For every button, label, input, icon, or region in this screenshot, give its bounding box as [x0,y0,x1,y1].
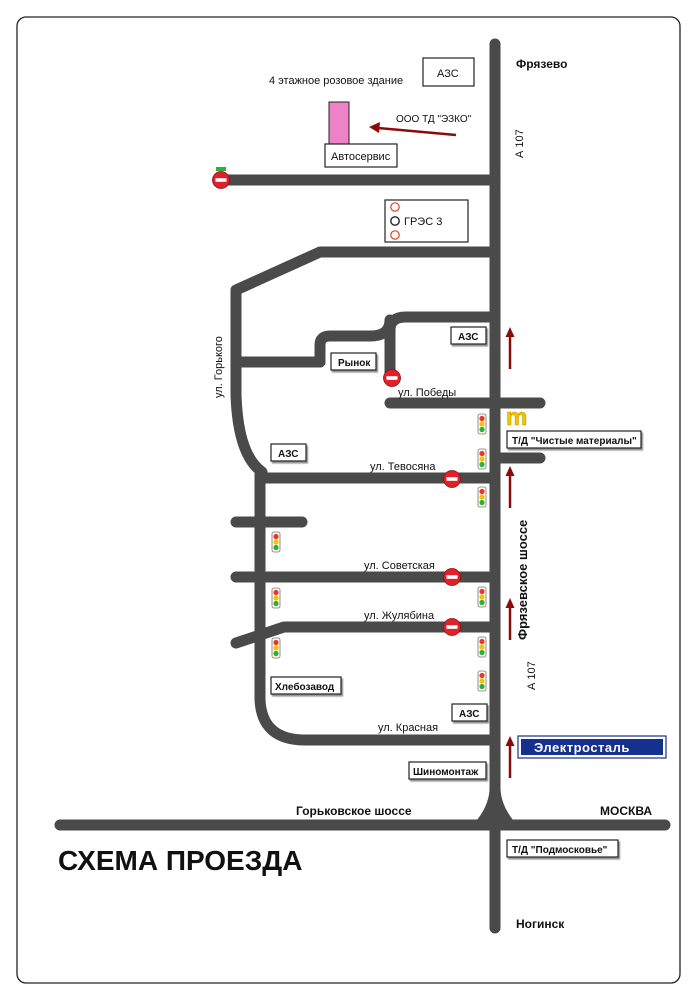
pink-building [328,101,350,145]
rynok-box [330,352,377,371]
no-entry-icon [212,171,230,189]
traffic-light-icon [477,636,487,658]
ezko-arrow [369,122,457,137]
road-zhulyabina [230,621,501,649]
label-ul-sovetskaya: ул. Советская [364,560,435,572]
label-shinomontazh: Шиномонтаж [413,767,479,778]
traffic-light-icon [271,587,281,609]
traffic-light-icon [271,637,281,659]
elektrostal-sign [521,739,663,755]
label-azs-mid: АЗС [458,332,478,343]
chistye-box [506,430,642,449]
label-hlebozavod: Хлебозавод [275,681,335,693]
direction-arrow-icon [504,596,516,642]
autoservice-box [324,143,398,168]
shinomontazh-box [408,761,487,780]
label-ul-gorkogo: ул. Горького [213,336,225,398]
direction-arrow-icon [504,464,516,510]
label-moscow: МОСКВА [600,804,652,818]
road-market-link [384,311,501,336]
label-gorkovskoe-shosse: Горьковское шоссе [296,804,412,818]
gres-marker-top [390,202,400,212]
gres-marker-mid [390,216,400,226]
direction-arrow-icon [504,734,516,780]
label-gres: ГРЭС 3 [404,216,442,228]
road-market-loop [314,314,396,386]
hlebozavod-box [270,676,342,695]
label-ul-zhulyabina: ул. Жулябина [364,610,435,622]
traffic-light-icon [477,448,487,470]
traffic-light-icon [271,531,281,553]
traffic-light-icon [477,486,487,508]
azs-top-box [422,57,475,87]
no-entry-icon [443,618,461,636]
label-ezko: ООО ТД "ЭЗКО" [396,114,472,125]
azs-south-box [451,703,488,722]
azs-west-box [270,443,307,462]
label-ul-tevosyana: ул. Тевосяна [370,461,436,473]
label-noginsk: Ногинск [516,917,565,931]
sign-post-icon [216,167,226,171]
traffic-light-icon [477,413,487,435]
road-ramp-right [489,784,516,831]
label-ul-krasnaya: ул. Красная [378,722,438,734]
label-fryazevo: Фрязево [516,57,567,71]
road-west-loop [254,469,501,746]
label-fryazevskoe-shosse: Фрязевское шоссе [515,520,530,640]
label-podmoskovye: Т/Д "Подмосковье" [512,845,608,856]
map-frame [16,16,681,984]
gres-marker-bottom [390,230,400,240]
direction-arrow-icon [504,325,516,371]
traffic-light-icon [477,670,487,692]
label-pink-building: 4 этажное розовое здание [269,75,403,87]
no-entry-icon [383,369,401,387]
label-azs-top: АЗС [437,68,459,80]
traffic-light-icon [477,586,487,608]
no-entry-icon [443,470,461,488]
azs-mid-box [450,326,487,345]
no-entry-icon [443,568,461,586]
label-chistye: Т/Д "Чистые материалы" [512,436,637,447]
road-gorkogo [230,246,501,478]
podmoskovye-box [506,839,619,858]
label-autoservice: Автосервис [331,151,391,163]
road-network [54,38,671,934]
mcdonalds-logo: m [506,404,527,431]
map-title: СХЕМА ПРОЕЗДА [58,845,302,876]
label-elektrostal: Электросталь [534,740,630,755]
label-azs-west: АЗС [278,449,298,460]
label-azs-south: АЗС [459,709,479,720]
label-rynok: Рынок [338,358,371,369]
label-a107-bottom: А 107 [526,661,538,690]
label-ul-pobedy: ул. Победы [398,387,456,399]
label-a107-top: А 107 [514,129,526,158]
